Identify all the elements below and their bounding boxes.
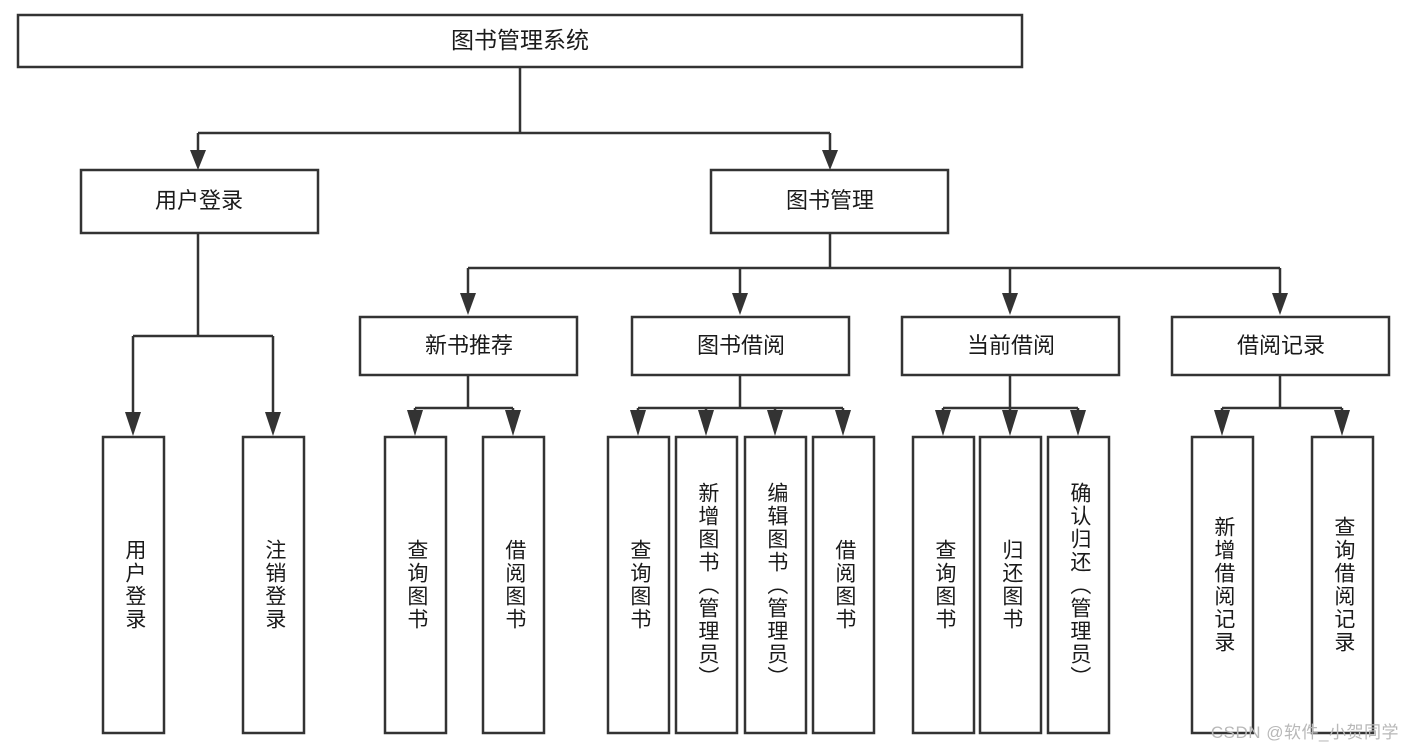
arrow-head-login (190, 150, 206, 170)
arrow-head-borrow (732, 293, 748, 315)
leaf-box-l10[interactable] (978, 435, 1043, 735)
arrow-head-current (1002, 293, 1018, 315)
leaf-box-l11[interactable] (1046, 435, 1111, 735)
arrow-head-l6 (698, 410, 714, 436)
node-box-newbook[interactable] (358, 315, 579, 377)
arrow-head-l2 (265, 412, 281, 436)
connector-layer (125, 67, 1350, 436)
arrow-head-l11 (1070, 410, 1086, 436)
arrow-head-l8 (835, 410, 851, 436)
arrow-head-l1 (125, 412, 141, 436)
leaf-box-l5[interactable] (606, 435, 671, 735)
arrow-head-bookmgmt (822, 150, 838, 170)
leaf-box-l8[interactable] (811, 435, 876, 735)
arrow-head-newbook (460, 293, 476, 315)
node-label-bookmgmt: 图书管理 (786, 188, 874, 213)
arrow-head-l12 (1214, 410, 1230, 436)
arrow-head-l9 (935, 410, 951, 436)
node-box-current[interactable] (900, 315, 1121, 377)
arrow-head-l10 (1002, 410, 1018, 436)
node-box-records[interactable] (1170, 315, 1391, 377)
leaf-box-l6[interactable] (674, 435, 739, 735)
node-box-borrow[interactable] (630, 315, 851, 377)
node-label-login: 用户登录 (155, 188, 243, 213)
node-box-bookmgmt[interactable] (709, 168, 950, 235)
arrow-head-l3 (407, 410, 423, 436)
watermark-text: CSDN @软件_小贺同学 (1210, 723, 1399, 742)
arrow-head-l5 (630, 410, 646, 436)
leaf-box-l3[interactable] (383, 435, 448, 735)
leaf-box-l9[interactable] (911, 435, 976, 735)
arrow-head-l4 (505, 410, 521, 436)
leaf-box-l12[interactable] (1190, 435, 1255, 735)
node-label-borrow: 图书借阅 (697, 333, 785, 358)
node-label-records: 借阅记录 (1237, 333, 1325, 358)
arrow-head-l7 (767, 410, 783, 436)
node-label-newbook: 新书推荐 (425, 333, 513, 358)
node-box-login[interactable] (79, 168, 320, 235)
node-layer-horizontal: 图书管理系统 用户登录 图书管理 新书推荐 图书借阅 当前借阅 借阅记录 (16, 13, 1391, 377)
node-label-root: 图书管理系统 (451, 27, 589, 53)
leaf-box-l7[interactable] (743, 435, 808, 735)
arrow-head-records (1272, 293, 1288, 315)
arrow-head-l13 (1334, 410, 1350, 436)
node-label-current: 当前借阅 (967, 333, 1055, 358)
leaf-box-l13[interactable] (1310, 435, 1375, 735)
leaf-box-l4[interactable] (481, 435, 546, 735)
node-box-root[interactable] (16, 13, 1024, 69)
leaf-box-l2[interactable] (241, 435, 306, 735)
node-layer-leaf (101, 435, 1375, 735)
leaf-box-l1[interactable] (101, 435, 166, 735)
